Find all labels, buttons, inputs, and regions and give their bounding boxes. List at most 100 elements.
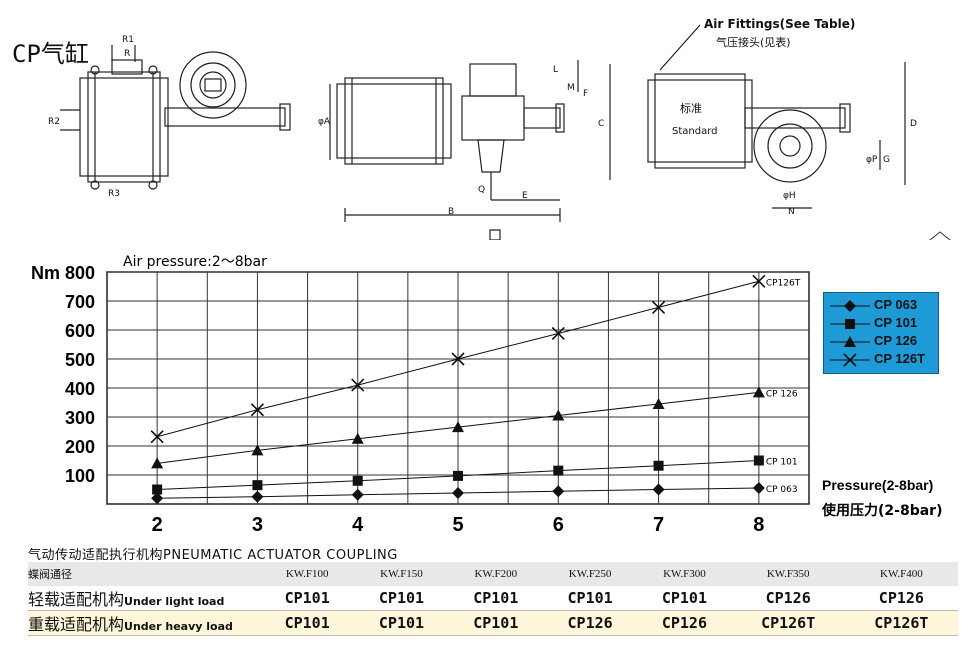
y-tick-label: 700 [65, 292, 95, 312]
row-label: 重载适配机构Under heavy load [28, 615, 233, 634]
table-cell: CP101 [378, 614, 425, 632]
air-pressure-annotation: Air pressure:2～8bar [123, 254, 267, 270]
row-label-en: Under light load [124, 595, 225, 608]
x-tick-label: 4 [352, 514, 364, 536]
table-cell: CP126T [761, 614, 816, 632]
air-fittings-label: Air Fittings(See Table) [704, 17, 855, 31]
y-tick-label: 500 [65, 350, 95, 370]
table-cell: CP101 [284, 589, 330, 607]
y-tick-label: 200 [65, 437, 95, 457]
triangle-marker-icon [830, 336, 870, 347]
data-point-square [352, 475, 363, 486]
data-point-triangle [752, 386, 765, 398]
table-cell: CP101 [473, 589, 519, 607]
standard-cn-label: 标准 [680, 101, 702, 115]
data-point-x [652, 300, 666, 314]
dim-H: φH [783, 191, 796, 201]
y-tick-label: 400 [65, 379, 95, 399]
table-cell: CP126 [878, 589, 924, 607]
y-tick-label: 600 [65, 321, 95, 341]
dim-F: F [583, 89, 588, 99]
dim-P: φP [866, 155, 878, 165]
series-end-label: CP 101 [766, 458, 798, 468]
dim-B: B [448, 207, 454, 217]
x-tick-label: 6 [553, 514, 564, 536]
data-point-x [451, 352, 465, 366]
table-cell: CP126 [661, 614, 707, 632]
y-tick-label: Nm 800 [31, 263, 95, 283]
data-point-triangle [652, 397, 665, 409]
table-cell: KW.F350 [766, 568, 810, 580]
row-label-en: Under heavy load [124, 620, 233, 633]
legend-item: CP 126 [830, 333, 936, 351]
series-end-label: CP 126 [766, 389, 798, 399]
dim-R3: R3 [108, 189, 120, 199]
dim-N: N [788, 207, 795, 217]
data-point-square [453, 470, 463, 481]
table-cell: KW.F400 [880, 568, 923, 580]
row-label: 轻载适配机构Under light load [28, 590, 225, 609]
dim-L: L [553, 65, 558, 75]
table-cell: CP101 [284, 614, 330, 632]
diamond-marker-icon [830, 300, 870, 312]
data-point-diamond [452, 486, 464, 499]
series-end-label: CP 063 [766, 485, 798, 495]
data-point-triangle [552, 409, 565, 421]
dim-A: φA [318, 117, 331, 127]
data-point-diamond [351, 488, 364, 501]
legend-label: CP 126 [874, 333, 918, 348]
table-cell: KW.F100 [285, 568, 329, 580]
standard-en-label: Standard [672, 126, 718, 137]
data-point-x [351, 378, 365, 392]
legend-item: CP 126T [830, 351, 936, 369]
legend-item: CP 101 [830, 315, 936, 333]
data-point-triangle [251, 444, 264, 456]
data-point-triangle [151, 457, 164, 469]
data-point-square [553, 465, 564, 476]
dim-E: E [522, 191, 528, 201]
air-fittings-cn-label: 气压接头(见表) [716, 35, 791, 49]
dim-R1: R1 [122, 35, 134, 45]
coupling-row: 轻载适配机构Under light load CP101 CP101 CP101 CP1… [28, 586, 958, 611]
table-cell: CP126 [567, 614, 613, 632]
data-point-square [653, 460, 664, 471]
data-point-triangle [452, 421, 464, 433]
row-label: 蝶阀通径 [28, 569, 72, 581]
coupling-title: 气动传动适配执行机构PNEUMATIC ACTUATOR COUPLING [28, 548, 398, 563]
data-point-square [753, 455, 764, 466]
technical-drawings: R1 R R2 R3 φA L M F C D Q E B Y φP G φH … [48, 17, 951, 240]
data-point-x [150, 430, 164, 444]
legend-label: CP 101 [874, 315, 918, 330]
series-end-label: CP126T [766, 278, 801, 288]
x-axis-label: Pressure(2-8bar) [822, 477, 933, 493]
legend-item: CP 063 [830, 297, 936, 315]
data-point-diamond [752, 482, 765, 495]
data-point-diamond [251, 490, 264, 503]
dim-M: M [567, 83, 575, 93]
dim-Q: Q [478, 185, 485, 195]
x-tick-label: 8 [753, 514, 764, 536]
table-cell: KW.F250 [568, 568, 612, 580]
x-tick-label: 2 [152, 514, 163, 536]
y-tick-label: 300 [65, 408, 95, 428]
table-cell: CP101 [378, 589, 425, 607]
page-title: CP气缸 [12, 40, 89, 68]
table-cell: KW.F300 [663, 568, 706, 580]
data-point-square [152, 484, 163, 495]
dim-R2: R2 [48, 117, 60, 127]
table-cell: CP126T [874, 614, 929, 632]
table-cell: CP101 [661, 589, 707, 607]
table-cell: CP101 [473, 614, 519, 632]
square-marker-icon [830, 319, 870, 329]
x-tick-label: 5 [452, 514, 463, 536]
table-cell: CP126 [765, 589, 811, 607]
coupling-row: 重载适配机构Under heavy load CP101 CP101 CP101 CP1… [28, 610, 958, 636]
legend-label: CP 126T [874, 351, 926, 366]
data-point-triangle [351, 432, 364, 444]
dim-G: G [883, 155, 890, 165]
ex-certified-icon: Ex [929, 231, 951, 240]
